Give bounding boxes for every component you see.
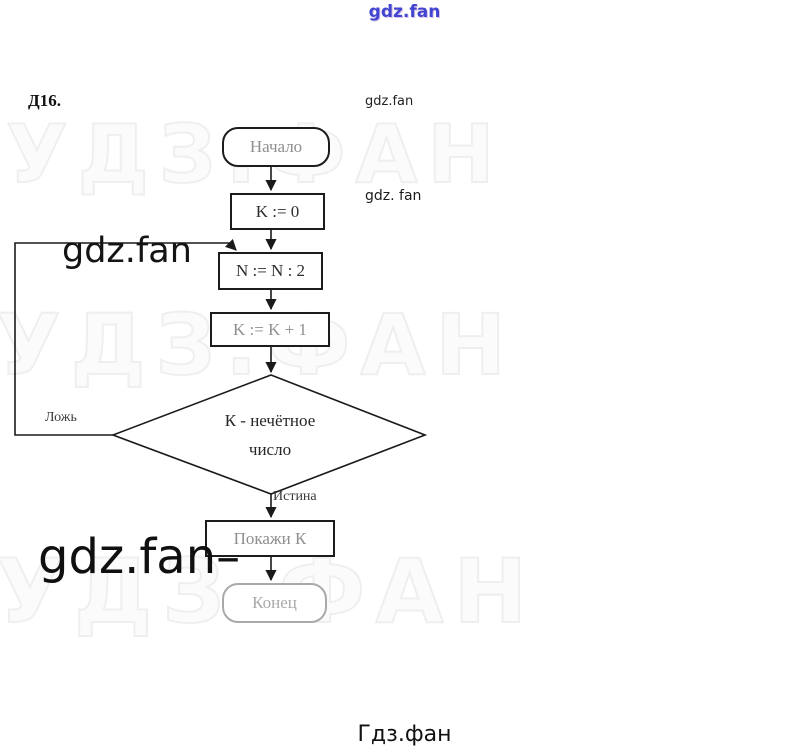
- branch-false-label: Ложь: [45, 410, 77, 425]
- decision-line-1: К - нечётное: [224, 411, 316, 430]
- problem-label: Д16.: [28, 91, 61, 110]
- big-watermark: gdz.fan–: [38, 529, 241, 585]
- small-watermark-2: gdz. fan: [365, 188, 422, 204]
- small-watermark-1: gdz.fan: [365, 94, 414, 109]
- decision-condition-text: К - нечётное число: [155, 406, 385, 464]
- flowchart-divide-step: N := N : 2: [218, 252, 323, 290]
- flowchart-end-terminal: Конец: [222, 583, 327, 623]
- flowchart-output-step: Покажи К: [205, 520, 335, 557]
- side-watermark: gdz.fan: [62, 231, 192, 271]
- footer-watermark: Гдз.фан: [357, 722, 452, 747]
- branch-true-label: Истина: [273, 489, 317, 504]
- top-watermark: gdz.fan: [368, 2, 441, 22]
- flowchart-increment-step: K := K + 1: [210, 312, 330, 347]
- decision-line-2: число: [248, 440, 292, 459]
- flowchart-init-step: K := 0: [230, 193, 325, 230]
- flowchart-start-terminal: Начало: [222, 127, 330, 167]
